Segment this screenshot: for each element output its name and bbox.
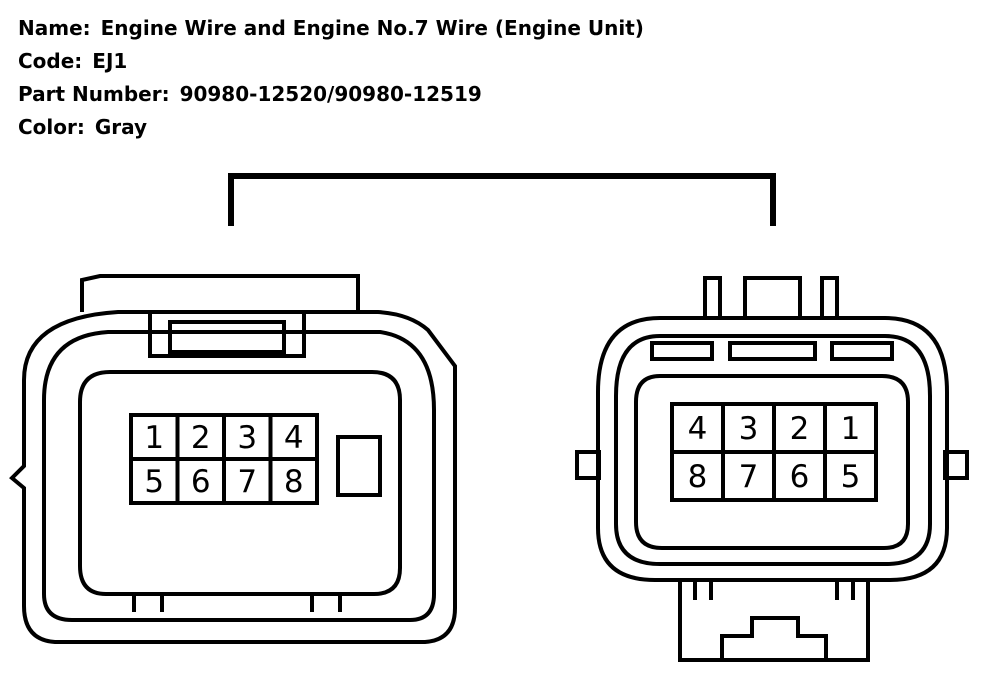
left-pin-label: 8 bbox=[284, 464, 304, 500]
left-pin-label: 1 bbox=[144, 420, 164, 456]
right-pin-label: 2 bbox=[790, 411, 810, 447]
code-line: Code: EJ1 bbox=[18, 45, 644, 78]
left-bottom-notches bbox=[132, 594, 342, 612]
color-label: Color: bbox=[18, 115, 85, 139]
part-number-label: Part Number: bbox=[18, 82, 170, 106]
left-pin-label: 3 bbox=[237, 420, 257, 456]
right-pin-cell bbox=[823, 450, 878, 502]
name-value: Engine Wire and Engine No.7 Wire (Engine… bbox=[100, 16, 644, 40]
right-pin-label: 4 bbox=[688, 411, 708, 447]
right-left-ear bbox=[575, 450, 601, 480]
right-pin-label: 1 bbox=[841, 411, 861, 447]
left-pin-label: 2 bbox=[191, 420, 211, 456]
mating-bracket bbox=[228, 173, 776, 226]
left-pin-label: 4 bbox=[284, 420, 304, 456]
left-pin-label: 7 bbox=[237, 464, 257, 500]
part-number-line: Part Number: 90980-12520/90980-12519 bbox=[18, 78, 644, 111]
left-inner-body bbox=[42, 330, 436, 622]
name-line: Name: Engine Wire and Engine No.7 Wire (E… bbox=[18, 12, 644, 45]
right-outer-body bbox=[596, 316, 949, 582]
left-pin-label: 6 bbox=[191, 464, 211, 500]
left-latch-inner bbox=[168, 320, 286, 354]
name-label: Name: bbox=[18, 16, 91, 40]
right-pin-label: 6 bbox=[790, 459, 810, 495]
right-pin-label: 7 bbox=[739, 459, 759, 495]
connector-info: Name: Engine Wire and Engine No.7 Wire (E… bbox=[18, 12, 644, 144]
right-connector bbox=[575, 276, 969, 662]
color-line: Color: Gray bbox=[18, 111, 644, 144]
right-lock-notches bbox=[693, 580, 855, 600]
left-pin-cell bbox=[268, 457, 319, 505]
code-value: EJ1 bbox=[92, 49, 128, 73]
code-label: Code: bbox=[18, 49, 83, 73]
left-cavity bbox=[78, 370, 402, 596]
left-top-tab bbox=[80, 274, 360, 312]
left-outer-body bbox=[9, 310, 457, 644]
right-pin-label: 5 bbox=[841, 459, 861, 495]
left-connector bbox=[9, 274, 457, 644]
right-pin-label: 3 bbox=[739, 411, 759, 447]
left-pin-label: 5 bbox=[144, 464, 164, 500]
right-inner-body bbox=[614, 334, 932, 566]
color-value: Gray bbox=[94, 115, 148, 139]
right-bottom-lock bbox=[678, 580, 870, 662]
left-side-key bbox=[336, 435, 382, 497]
right-cavity bbox=[634, 374, 910, 550]
right-rib-left bbox=[650, 341, 714, 361]
right-rib-center bbox=[728, 341, 817, 361]
right-pin-label: 8 bbox=[688, 459, 708, 495]
right-rib-right bbox=[830, 341, 894, 361]
right-lock-button bbox=[720, 616, 828, 660]
left-latch-outer bbox=[148, 310, 306, 358]
part-number-value: 90980-12520/90980-12519 bbox=[179, 82, 482, 106]
right-top-tabs bbox=[703, 276, 839, 318]
